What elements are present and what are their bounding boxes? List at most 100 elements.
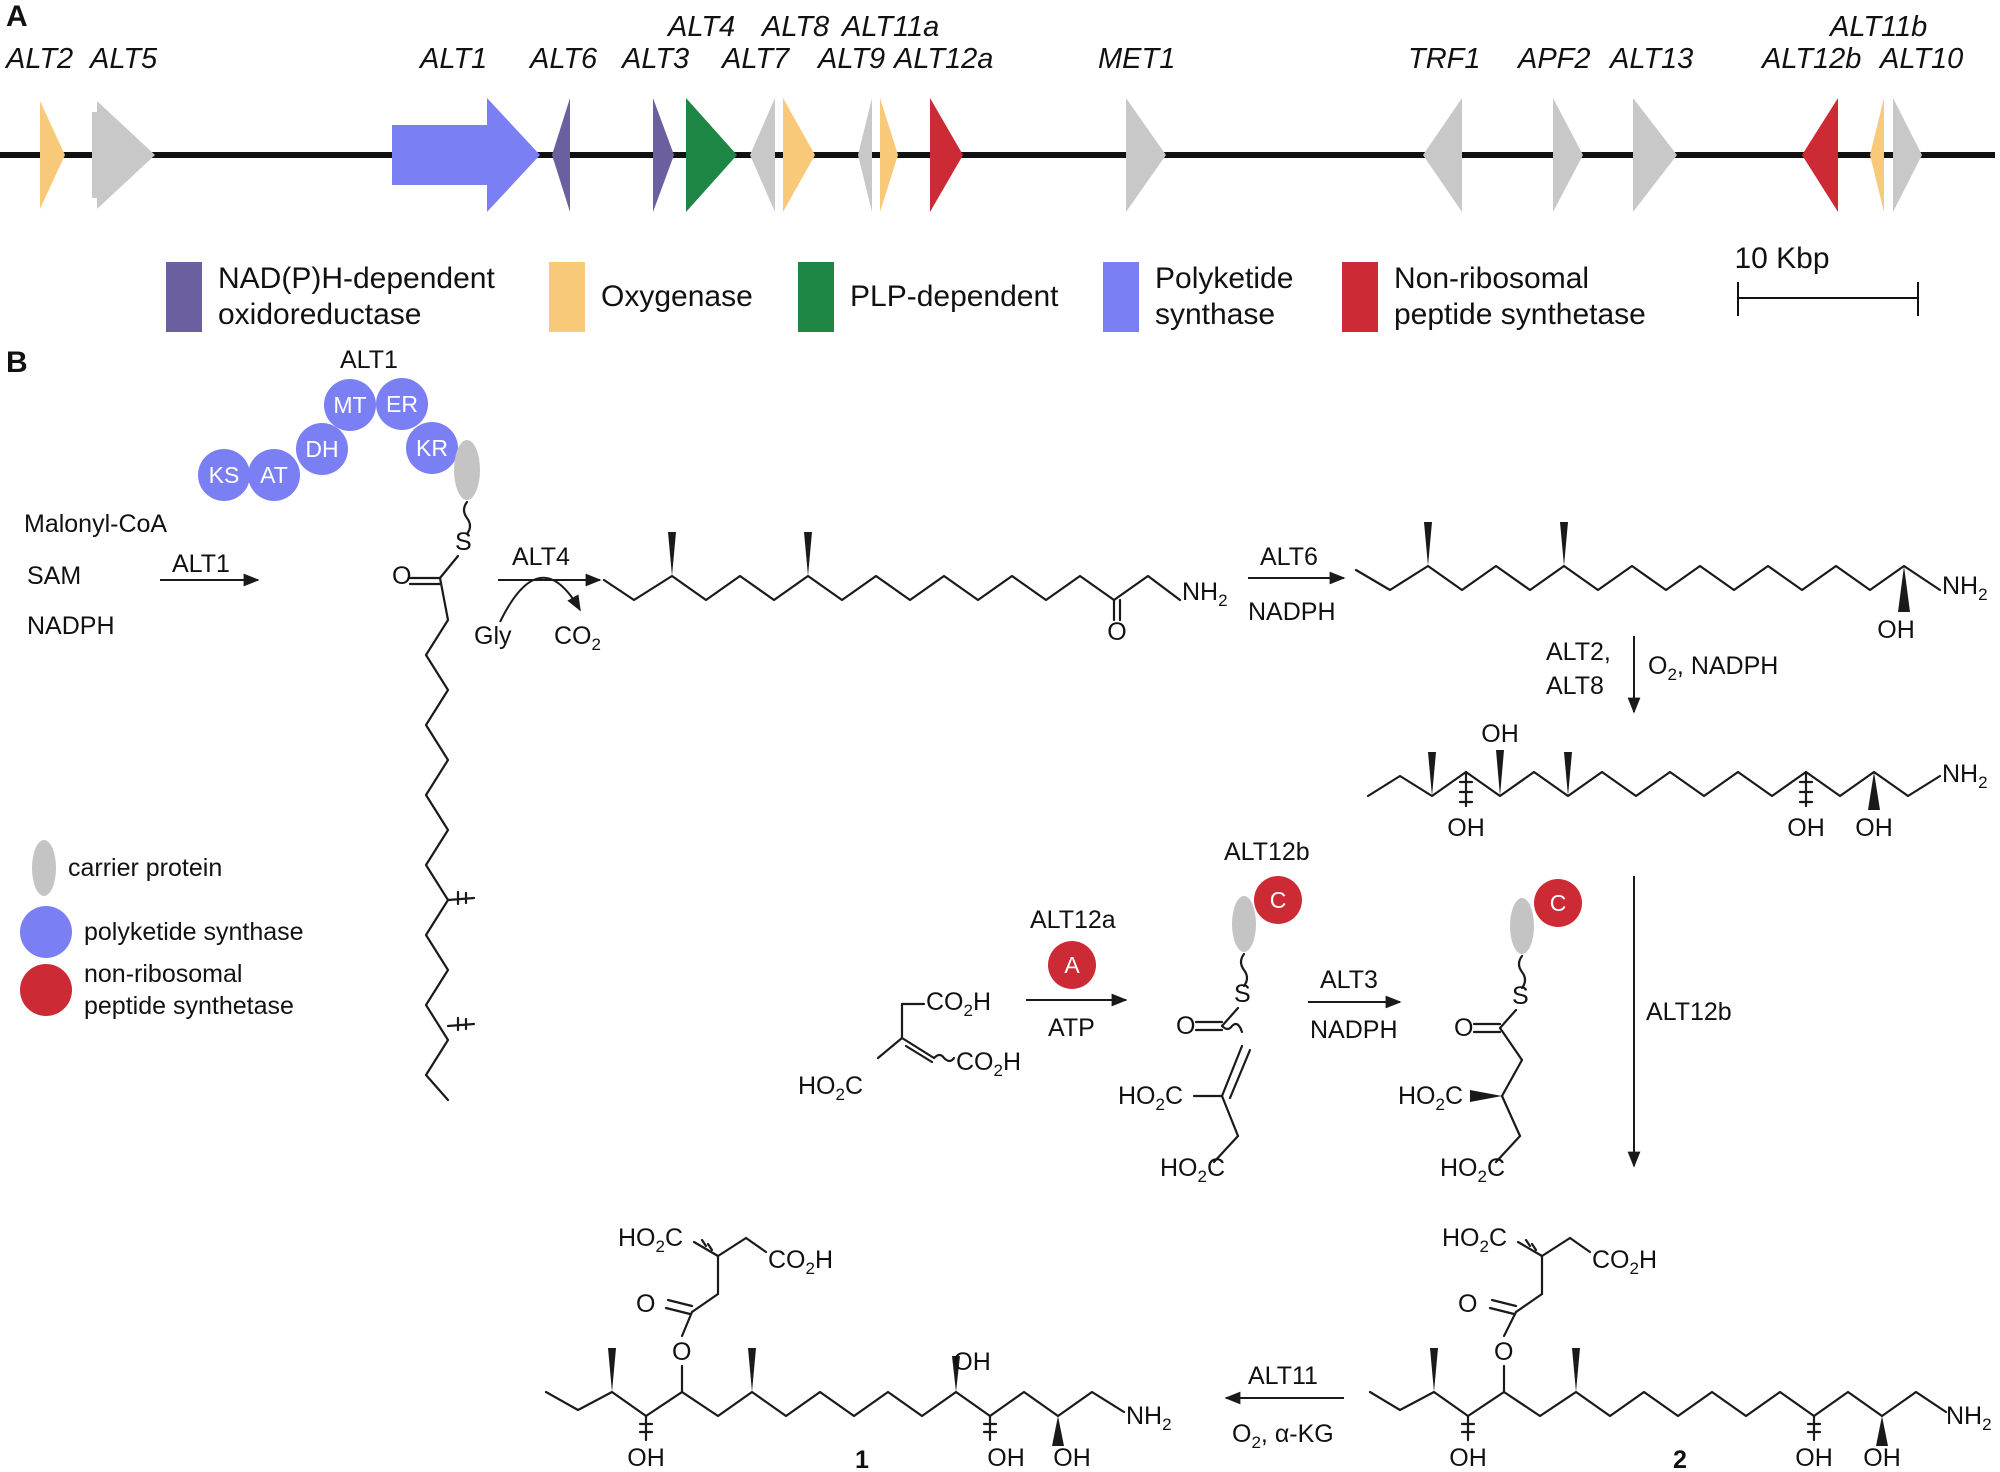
svg-text:KR: KR <box>416 435 448 461</box>
gene-arrow-alt10 <box>1893 98 1922 212</box>
c1-wedge-methyl-2 <box>748 1348 756 1392</box>
aminoketone-o-atom: O <box>1107 618 1126 646</box>
aminoalcohol-nh2: NH2 <box>1942 572 1988 604</box>
c1-wedge-methyl-1 <box>608 1348 616 1392</box>
svg-text:ER: ER <box>386 391 418 417</box>
aminoalcohol-intermediate: NH2 OH <box>1354 522 1988 644</box>
legend-swatch-oxidoreductase <box>166 262 202 332</box>
aconitate-wavy-bond <box>932 1053 956 1063</box>
gene-arrow-alt9 <box>858 98 872 212</box>
wedge-hydroxyl-2 <box>1496 750 1504 796</box>
wedge-methyl-6 <box>1564 752 1572 796</box>
pks-domain-at: AT <box>248 449 300 501</box>
o-atom-2: O <box>1454 1014 1473 1042</box>
c1-nh2: NH2 <box>1126 1402 1172 1434</box>
step-alt6-enzyme: ALT6 <box>1260 543 1318 571</box>
gene-arrow-alt2 <box>40 101 65 209</box>
wedge-methyl-5 <box>1428 752 1436 796</box>
s-atom-1: S <box>1234 980 1251 1008</box>
pks-domain-er: ER <box>376 378 428 430</box>
c2-ho2c: HO2C <box>1442 1224 1507 1256</box>
acp-bound-polyketide: S O <box>392 500 476 1102</box>
panel-b-label: B <box>6 346 28 379</box>
hash-hydroxyl-2 <box>1798 770 1814 808</box>
c1-wedge-oh <box>1052 1416 1064 1446</box>
gene-arrows <box>40 98 1922 212</box>
c2-backbone <box>1368 1390 1948 1418</box>
step-alt12a-domain: A <box>1048 941 1096 989</box>
c1-hash-oh-2 <box>982 1414 998 1442</box>
gene-label-alt11b: ALT11b <box>1828 11 1927 43</box>
step-alt3-enzyme: ALT3 <box>1320 966 1378 994</box>
compound-1-number: 1 <box>855 1446 869 1472</box>
tetraol-backbone <box>1366 770 1942 798</box>
step-alt12b-label: ALT12b <box>1646 998 1732 1026</box>
step-alt3-cofactor: NADPH <box>1310 1016 1398 1044</box>
step-alt12a-enzyme: ALT12a <box>1030 906 1116 934</box>
legend-label-oxygenase: Oxygenase <box>601 280 753 313</box>
svg-text:MT: MT <box>333 392 366 418</box>
panel-a-label: A <box>6 0 28 33</box>
gene-label-alt2: ALT2 <box>4 43 73 75</box>
key-pks-swatch <box>20 906 72 958</box>
c2-hash-oh-2 <box>1806 1414 1822 1442</box>
step-alt11-enzyme: ALT11 <box>1248 1362 1318 1390</box>
gene-label-alt9: ALT9 <box>816 43 885 75</box>
gene-label-alt7: ALT7 <box>720 43 791 75</box>
legend-label-pks-2: synthase <box>1155 298 1275 331</box>
c2-oh-3: OH <box>1863 1444 1901 1472</box>
wedge-hydroxyl-3 <box>1868 772 1880 810</box>
c1-hash <box>692 1238 720 1258</box>
gene-label-alt11a: ALT11a <box>840 11 939 43</box>
tetraol-oh-3: OH <box>1787 814 1825 842</box>
c1-oh-2: OH <box>987 1444 1025 1472</box>
gene-arrow-alt6 <box>552 98 570 212</box>
o-atom-1: O <box>1176 1012 1195 1040</box>
compound-2: HO2C CO2H O O OH OH OH NH2 2 <box>1368 1224 1992 1472</box>
svg-text:AT: AT <box>260 462 288 488</box>
gene-arrow-alt11a <box>880 98 898 212</box>
gene-arrow-alt11b <box>1870 98 1884 212</box>
tetraol-oh-4: OH <box>1855 814 1893 842</box>
pks-shape <box>376 378 428 430</box>
legend-label-nrps-2: peptide synthetase <box>1394 298 1646 331</box>
ho2c-3: HO2C <box>1398 1082 1463 1114</box>
thioester-o-atom: O <box>392 562 411 590</box>
tetrahydroxy-intermediate: OH OH OH OH NH2 <box>1366 720 1988 842</box>
gene-arrow-alt5 <box>92 101 155 209</box>
c-domain-1: C <box>1254 876 1302 924</box>
wedge-methyl-4 <box>1560 522 1568 566</box>
c1-oh-3: OH <box>1053 1444 1091 1472</box>
wedge-methyl-2 <box>804 532 812 576</box>
pks-domain-ks: KS <box>198 449 250 501</box>
c2-oh-2: OH <box>1795 1444 1833 1472</box>
legend-label-oxidoreductase-2: oxidoreductase <box>218 298 421 331</box>
gene-arrow-alt12b <box>1802 98 1838 212</box>
c1-ester-o: O <box>672 1338 691 1366</box>
c2-wedge-methyl-2 <box>1572 1348 1580 1392</box>
tetraol-oh-1: OH <box>1481 720 1519 748</box>
gene-label-apf2: APF2 <box>1516 43 1591 75</box>
step-alt4-curved-arrow <box>499 577 581 623</box>
gene-labels: ALT2 ALT5 ALT1 ALT6 ALT3 ALT4 ALT7 ALT8 … <box>4 11 1963 75</box>
c1-backbone <box>544 1390 1126 1418</box>
acp-carrier-protein <box>454 440 480 500</box>
c2-wedge-oh <box>1876 1416 1888 1446</box>
step-alt2-alt8-enzyme-2: ALT8 <box>1546 672 1604 700</box>
c1-ho2c: HO2C <box>618 1224 683 1256</box>
gene-label-alt1: ALT1 <box>418 43 487 75</box>
pks-domain-kr: KR <box>406 422 458 474</box>
thioester-s-atom: S <box>455 528 472 556</box>
substrate-malonyl-coa: Malonyl-CoA <box>24 510 167 538</box>
wavy-s-bond-1 <box>1239 952 1249 988</box>
aconitate-co2h-2: CO2H <box>956 1048 1021 1080</box>
c2-wedge-methyl-1 <box>1430 1348 1438 1392</box>
pks-shape <box>324 379 376 431</box>
wedge-methyl-3 <box>1424 522 1432 566</box>
c2-nh2: NH2 <box>1946 1402 1992 1434</box>
aconitate-ho2c: HO2C <box>798 1072 863 1104</box>
step-alt11-cofactor: O2, α-KG <box>1232 1420 1334 1452</box>
key-carrier-label: carrier protein <box>68 854 222 882</box>
step-alt6-cofactor: NADPH <box>1248 598 1336 626</box>
gene-label-alt5: ALT5 <box>88 43 158 75</box>
